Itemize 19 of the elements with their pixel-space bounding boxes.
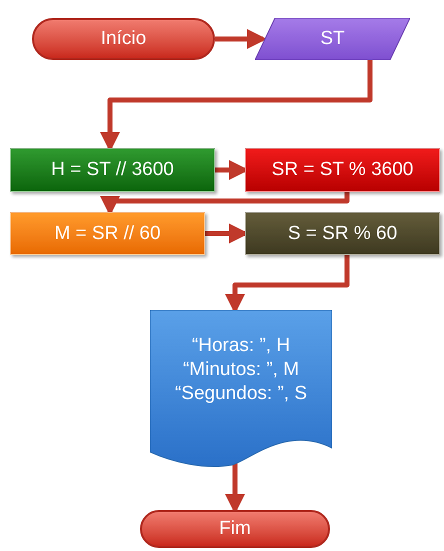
node-text: H = ST // 3600: [51, 158, 174, 182]
process-box: [10, 148, 215, 192]
process-box: [10, 212, 205, 255]
output-document: [150, 310, 332, 470]
node-text: ST: [320, 27, 345, 51]
process-box: [245, 148, 440, 192]
process-box: [245, 212, 440, 255]
node-text: SR = ST % 3600: [272, 158, 414, 182]
node-text: “Horas: ”, H: [192, 334, 290, 358]
node-text: M = SR // 60: [54, 222, 161, 246]
node-text: S = SR % 60: [288, 222, 398, 246]
arrow: [215, 29, 267, 49]
input-parallelogram: [255, 18, 410, 60]
node-text: Início: [100, 27, 146, 51]
end-terminal: [140, 510, 330, 548]
start-terminal: [32, 18, 215, 60]
node-text: “Segundos: ”, S: [174, 382, 308, 406]
node-text: Fim: [219, 517, 251, 541]
node-text: “Minutos: ”, M: [182, 358, 300, 382]
